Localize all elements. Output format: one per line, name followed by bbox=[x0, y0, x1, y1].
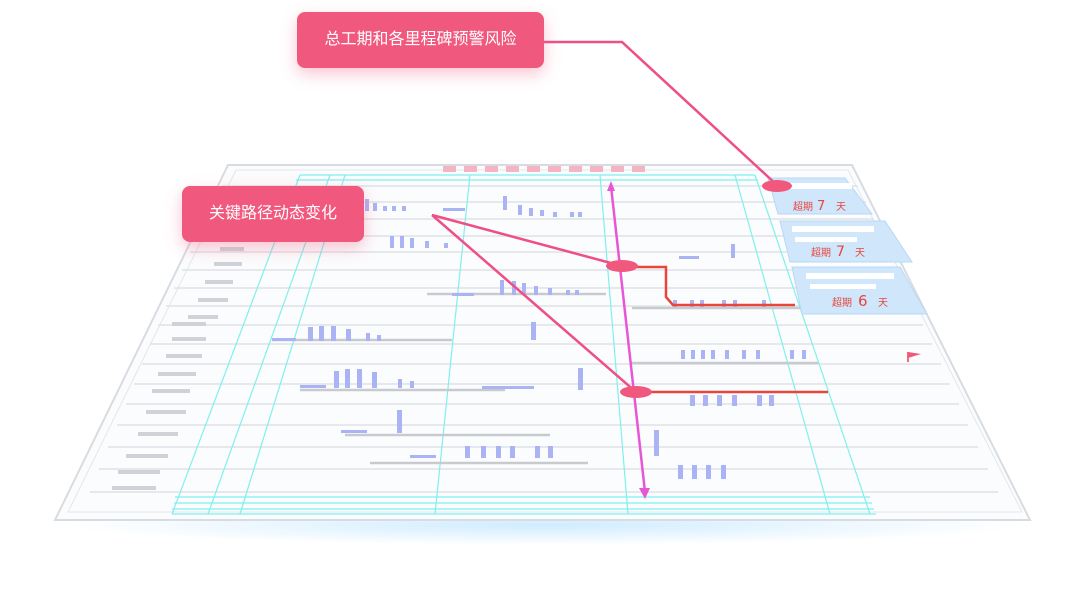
callout-total-schedule-risk-label: 总工期和各里程碑预警风险 bbox=[324, 31, 517, 48]
row-labels bbox=[112, 230, 258, 490]
overdue-card-1-days: 7 bbox=[817, 199, 825, 214]
overdue-card-1: 超期 7 天 bbox=[793, 199, 846, 214]
overdue-card-3: 超期 6 天 bbox=[832, 292, 888, 310]
callout-critical-path-label: 关键路径动态变化 bbox=[208, 205, 337, 222]
critical-path bbox=[622, 265, 828, 394]
flag-icon bbox=[907, 352, 921, 362]
overdue-card-2-days: 7 bbox=[836, 244, 845, 260]
overdue-card-2: 超期 7 天 bbox=[811, 244, 865, 260]
callout-total-schedule-risk: 总工期和各里程碑预警风险 bbox=[297, 12, 544, 68]
overdue-card-2-prefix: 超期 bbox=[811, 246, 831, 259]
timeline-header bbox=[443, 166, 645, 172]
overdue-card-2-unit: 天 bbox=[855, 248, 865, 259]
callout-critical-path: 关键路径动态变化 bbox=[182, 186, 364, 242]
overdue-card-shapes bbox=[767, 177, 928, 315]
current-time-line bbox=[607, 181, 650, 499]
overdue-card-3-unit: 天 bbox=[878, 298, 888, 309]
overdue-card-3-days: 6 bbox=[858, 292, 868, 310]
anchor-dots bbox=[606, 180, 792, 398]
task-baselines bbox=[272, 292, 818, 465]
overdue-card-1-unit: 天 bbox=[836, 202, 846, 213]
overdue-card-3-prefix: 超期 bbox=[832, 296, 852, 309]
task-bars bbox=[272, 196, 806, 479]
cyan-grid bbox=[171, 174, 876, 515]
board-frame bbox=[53, 164, 1032, 521]
callout-leaders bbox=[431, 40, 779, 393]
overdue-card-1-prefix: 超期 bbox=[793, 200, 813, 213]
